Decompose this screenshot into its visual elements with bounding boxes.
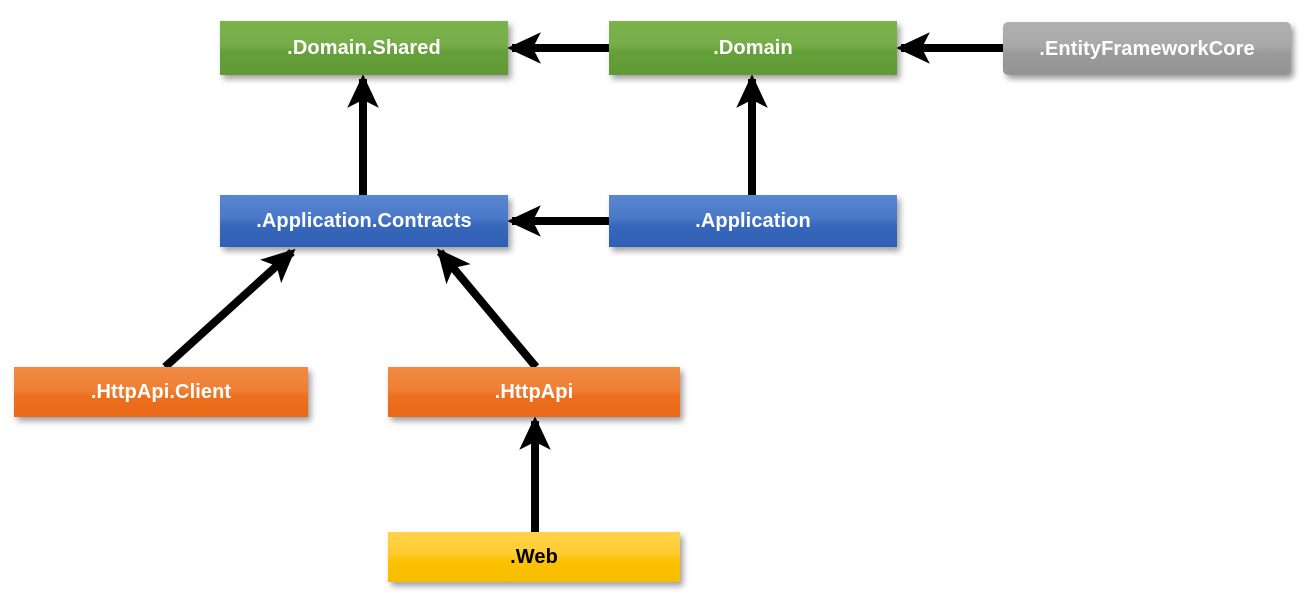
node-application[interactable]: .Application bbox=[609, 195, 897, 247]
node-label: .Application.Contracts bbox=[256, 210, 472, 232]
node-label: .HttpApi.Client bbox=[90, 381, 232, 403]
node-label: .Domain bbox=[713, 37, 793, 59]
node-label: .Application bbox=[695, 210, 811, 232]
node-label: .HttpApi bbox=[494, 381, 574, 403]
node-httpapi-client[interactable]: .HttpApi.Client bbox=[14, 367, 308, 417]
node-application-contracts[interactable]: .Application.Contracts bbox=[220, 195, 508, 247]
node-web[interactable]: .Web bbox=[388, 532, 680, 582]
node-httpapi[interactable]: .HttpApi bbox=[388, 367, 680, 417]
node-label: .Web bbox=[510, 546, 558, 568]
edge-httpapi-to-application-contracts bbox=[436, 248, 540, 370]
node-label: .EntityFrameworkCore bbox=[1039, 37, 1255, 60]
node-domain-shared[interactable]: .Domain.Shared bbox=[220, 21, 508, 75]
node-label: .Domain.Shared bbox=[287, 37, 441, 59]
node-domain[interactable]: .Domain bbox=[609, 21, 897, 75]
node-entity-framework-core[interactable]: .EntityFrameworkCore bbox=[1003, 22, 1291, 75]
edge-httpapi-client-to-application-contracts bbox=[162, 248, 296, 370]
